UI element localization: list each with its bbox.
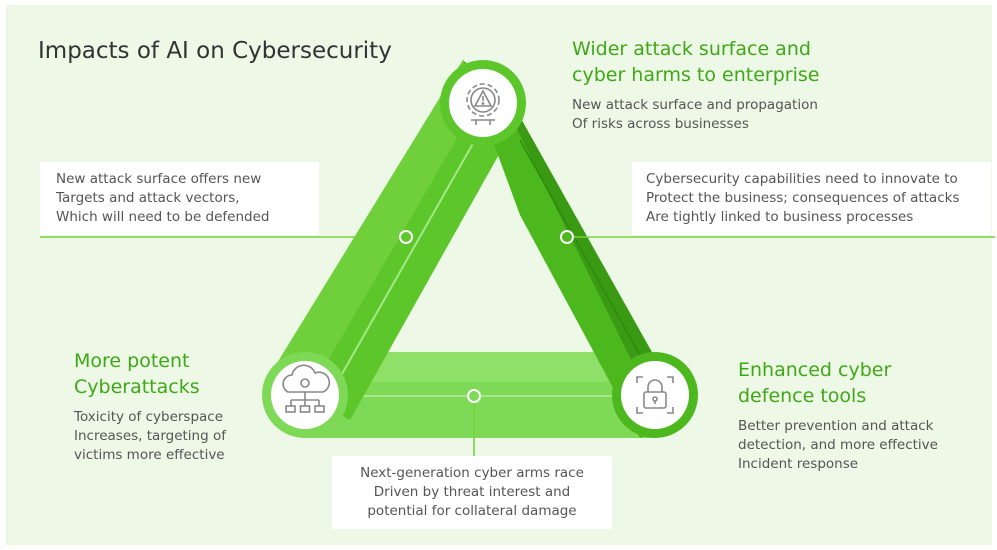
left-node-body-line: Toxicity of cyberspace — [74, 409, 224, 425]
bottom-edge-note-line: Next-generation cyber arms race — [360, 465, 584, 481]
left-node-heading-line: Cyberattacks — [74, 376, 200, 398]
right-edge-note-line: Cybersecurity capabilities need to innov… — [646, 171, 958, 187]
left-edge-note-line: New attack surface offers new — [56, 171, 262, 187]
left-edge-note-line: Which will need to be defended — [56, 209, 270, 225]
left-node-text: More potent Cyberattacks Toxicity of cyb… — [74, 348, 226, 465]
left-node-heading: More potent Cyberattacks — [74, 348, 226, 400]
left-edge-note: New attack surface offers new Targets an… — [40, 162, 319, 235]
cloud-malware-network-icon — [282, 364, 331, 413]
bottom-edge-connector — [467, 389, 481, 458]
right-node-circle — [612, 352, 698, 438]
diagram-title: Impacts of AI on Cybersecurity — [38, 38, 392, 64]
right-node-body-line: Incident response — [738, 456, 859, 472]
bottom-edge-note-line: potential for collateral damage — [367, 503, 577, 519]
right-node-heading-line: defence tools — [738, 385, 867, 407]
top-node-heading-line: cyber harms to enterprise — [572, 64, 820, 86]
top-node-heading-line: Wider attack surface and — [572, 38, 811, 60]
padlock-target-icon — [636, 376, 674, 414]
left-edge-connector — [40, 230, 413, 244]
right-node-body: Better prevention and attack detection, … — [738, 417, 938, 474]
left-edge-bar — [268, 60, 520, 420]
left-node-body-line: Increases, targeting of — [74, 428, 226, 444]
right-node-heading-line: Enhanced cyber — [738, 359, 892, 381]
left-edge-note-line: Targets and attack vectors, — [56, 190, 240, 206]
gear-warning-icon — [466, 83, 500, 125]
top-node-heading: Wider attack surface and cyber harms to … — [572, 36, 819, 88]
right-edge-note: Cybersecurity capabilities need to innov… — [632, 162, 991, 235]
top-node-text: Wider attack surface and cyber harms to … — [572, 36, 819, 134]
right-node-body-line: detection, and more effective — [738, 437, 938, 453]
top-node-body: New attack surface and propagation Of ri… — [572, 96, 819, 134]
right-node-heading: Enhanced cyber defence tools — [738, 357, 938, 409]
left-node-body: Toxicity of cyberspace Increases, target… — [74, 408, 226, 465]
bottom-edge-note: Next-generation cyber arms race Driven b… — [332, 456, 612, 529]
right-edge-note-line: Are tightly linked to business processes — [646, 209, 914, 225]
left-node-body-line: victims more effective — [74, 447, 225, 463]
right-node-text: Enhanced cyber defence tools Better prev… — [738, 357, 938, 474]
left-node-heading-line: More potent — [74, 350, 190, 372]
right-node-body-line: Better prevention and attack — [738, 418, 934, 434]
bottom-edge-note-line: Driven by threat interest and — [373, 484, 571, 500]
right-edge-note-line: Protect the business; consequences of at… — [646, 190, 960, 206]
top-node-body-line: Of risks across businesses — [572, 116, 749, 132]
top-node-body-line: New attack surface and propagation — [572, 97, 818, 113]
right-edge-connector — [560, 230, 995, 244]
